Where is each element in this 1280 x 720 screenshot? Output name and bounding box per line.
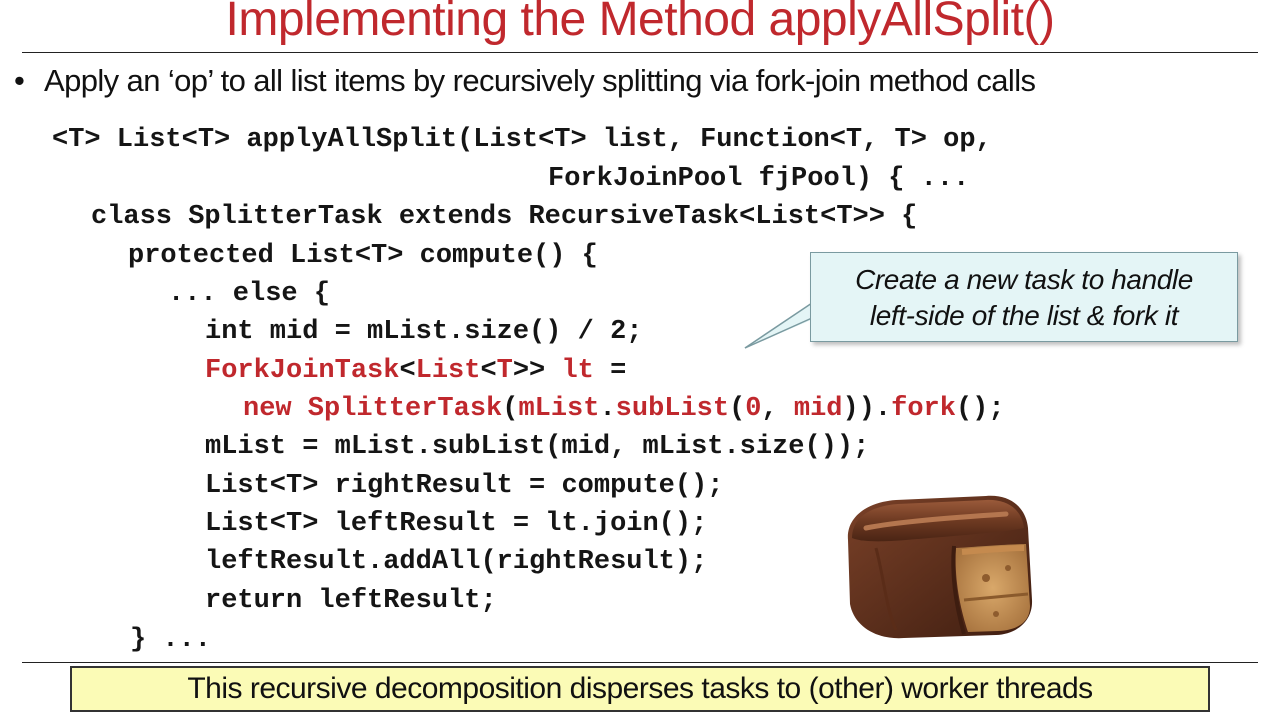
code-token: mid <box>793 394 843 424</box>
code-token: ( <box>729 394 746 424</box>
code-line: class SplitterTask extends RecursiveTask… <box>91 202 918 232</box>
code-token: < <box>480 356 497 386</box>
summary-box: This recursive decomposition disperses t… <box>70 666 1210 712</box>
code-line: return leftResult; <box>205 586 497 616</box>
code-token: T <box>496 356 513 386</box>
bullet-text: Apply an ‘op’ to all list items by recur… <box>44 63 1036 98</box>
code-token: new SplitterTask <box>243 394 503 424</box>
code-token: mList <box>518 394 600 424</box>
code-token: ( <box>502 394 519 424</box>
code-line: int mid = mList.size() / 2; <box>205 317 643 347</box>
callout-line: Create a new task to handle <box>855 264 1193 295</box>
code-token: = <box>593 356 627 386</box>
code-line: List<T> leftResult = lt.join(); <box>205 509 708 539</box>
code-line-new-task: new SplitterTask(mList.subList(0, mid)).… <box>243 391 1005 427</box>
code-line: mList = mList.subList(mid, mList.size())… <box>205 432 870 462</box>
code-line: } ... <box>130 625 212 655</box>
bullet-point: • Apply an ‘op’ to all list items by recu… <box>14 63 1036 99</box>
code-token: subList <box>615 394 730 424</box>
code-token: lt <box>561 356 594 386</box>
chocolate-candy-bar-image <box>847 495 1033 639</box>
code-line-fork-task: ForkJoinTask<List<T>> lt = <box>205 353 626 389</box>
bullet-icon: • <box>14 63 25 98</box>
code-token: (); <box>955 394 1005 424</box>
code-token: ForkJoinTask <box>205 356 400 386</box>
code-line: leftResult.addAll(rightResult); <box>205 547 708 577</box>
code-token: >> <box>512 356 562 386</box>
code-line: List<T> rightResult = compute(); <box>205 471 724 501</box>
code-line: ... else { <box>168 279 331 309</box>
code-line: protected List<T> compute() { <box>128 241 598 271</box>
code-token: fork <box>891 394 956 424</box>
slide-title: Implementing the Method applyAllSplit() <box>225 0 1055 46</box>
callout-line: left-side of the list & fork it <box>869 300 1179 331</box>
code-line: <T> List<T> applyAllSplit(List<T> list, … <box>52 125 992 155</box>
code-token: . <box>599 394 616 424</box>
title-divider <box>22 52 1258 53</box>
code-token: , <box>761 394 794 424</box>
code-token: )). <box>842 394 892 424</box>
code-line: ForkJoinPool fjPool) { ... <box>548 164 970 194</box>
code-token: < <box>399 356 416 386</box>
code-token: List <box>415 356 481 386</box>
footer-divider <box>22 662 1258 663</box>
code-token: 0 <box>745 394 762 424</box>
callout-box: Create a new task to handle left-side of… <box>810 252 1238 342</box>
